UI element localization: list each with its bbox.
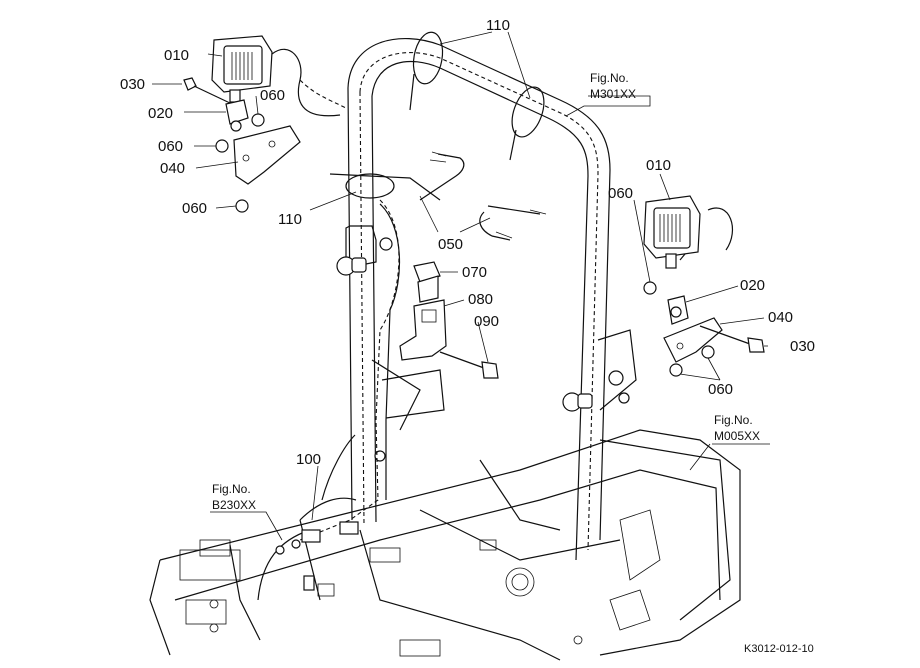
bracket-bolt-icon — [439, 351, 499, 379]
cable-tie-top-b-icon — [509, 86, 545, 161]
callout-060-left-b: 060 — [158, 138, 183, 155]
callout-060-right-b: 060 — [708, 381, 733, 398]
callout-020-right: 020 — [740, 277, 765, 294]
left-nut-a-icon — [251, 113, 265, 127]
leader-lines — [152, 31, 770, 541]
cable-tie-top-a-icon — [409, 31, 444, 111]
callout-040-right: 040 — [768, 309, 793, 326]
drawing-code: K3012-012-10 — [744, 643, 814, 655]
fig-ref-m301-code: M301XX — [590, 87, 636, 101]
left-bolt-icon — [183, 77, 233, 105]
callout-100: 100 — [296, 451, 321, 468]
wire-harness — [257, 48, 734, 601]
fig-ref-m005-code: M005XX — [714, 429, 760, 443]
left-mount-plate-icon — [233, 125, 301, 185]
switch-bracket-icon — [399, 299, 447, 361]
right-lamp-bracket-icon — [667, 295, 689, 325]
fig-ref-b230-code: B230XX — [212, 498, 256, 512]
right-nut-c-icon — [669, 363, 683, 377]
u-bolt-lower-icon — [479, 205, 547, 241]
left-nut-c-icon — [235, 199, 249, 213]
fig-ref-m301-label: Fig.No. — [590, 71, 629, 85]
callout-050: 050 — [438, 236, 463, 253]
left-knob-icon — [336, 256, 367, 276]
fig-references: Fig.No. M301XX Fig.No. M005XX Fig.No. B2… — [212, 71, 760, 512]
cable-tie-mid-icon — [345, 173, 395, 199]
callout-110-top: 110 — [486, 17, 510, 34]
callout-060-left-a: 060 — [260, 87, 285, 104]
rops-frame — [336, 38, 637, 561]
callout-070: 070 — [462, 264, 487, 281]
callout-040-left: 040 — [160, 160, 185, 177]
right-work-lamp-icon — [643, 195, 701, 269]
right-nut-a-icon — [643, 281, 657, 295]
fig-ref-b230-label: Fig.No. — [212, 482, 251, 496]
right-nut-b-icon — [701, 345, 715, 359]
fig-ref-m005-label: Fig.No. — [714, 413, 753, 427]
right-knob-icon — [562, 392, 593, 412]
callout-010-left: 010 — [164, 47, 189, 64]
callout-030-right: 030 — [790, 338, 815, 355]
callout-110-mid: 110 — [278, 211, 302, 228]
callout-020-left: 020 — [148, 105, 173, 122]
callout-060-left-c: 060 — [182, 200, 207, 217]
chassis-frame — [149, 429, 741, 661]
u-bolt-upper-icon — [329, 151, 465, 201]
left-lamp-bracket-icon — [225, 99, 249, 132]
left-work-lamp-icon — [211, 35, 273, 103]
callout-010-right: 010 — [646, 157, 671, 174]
callout-080: 080 — [468, 291, 493, 308]
callout-labels: 010 030 060 020 060 040 060 110 110 050 … — [120, 17, 815, 468]
callout-090: 090 — [474, 313, 499, 330]
callout-060-right-a: 060 — [608, 185, 633, 202]
left-nut-b-icon — [215, 139, 229, 153]
lamp-switch-icon — [413, 261, 441, 303]
callout-030-left: 030 — [120, 76, 145, 93]
right-bolt-icon — [699, 325, 765, 353]
